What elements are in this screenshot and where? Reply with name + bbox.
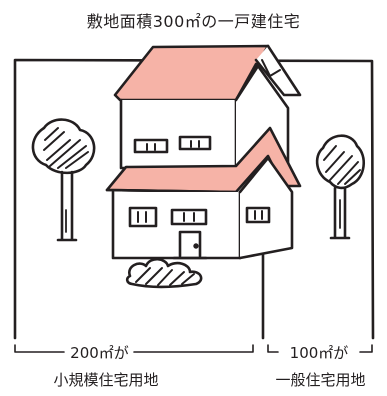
lot-area-small: 200㎡が (70, 344, 129, 362)
lot-use-general: 一般住宅用地 (275, 371, 366, 389)
lot-use-small: 小規模住宅用地 (53, 371, 159, 389)
shrub-icon (125, 257, 203, 289)
tree-icon-left (31, 118, 96, 242)
dimension-line-100 (267, 344, 373, 353)
lot-area-general: 100㎡が (289, 344, 349, 362)
tree-icon-right (315, 134, 365, 240)
house-illustration (105, 44, 302, 260)
lower-roof (105, 126, 302, 194)
door (178, 230, 202, 258)
dimension-line-200 (14, 344, 254, 353)
diagram-title: 敷地面積300㎡の一戸建住宅 (86, 12, 301, 31)
